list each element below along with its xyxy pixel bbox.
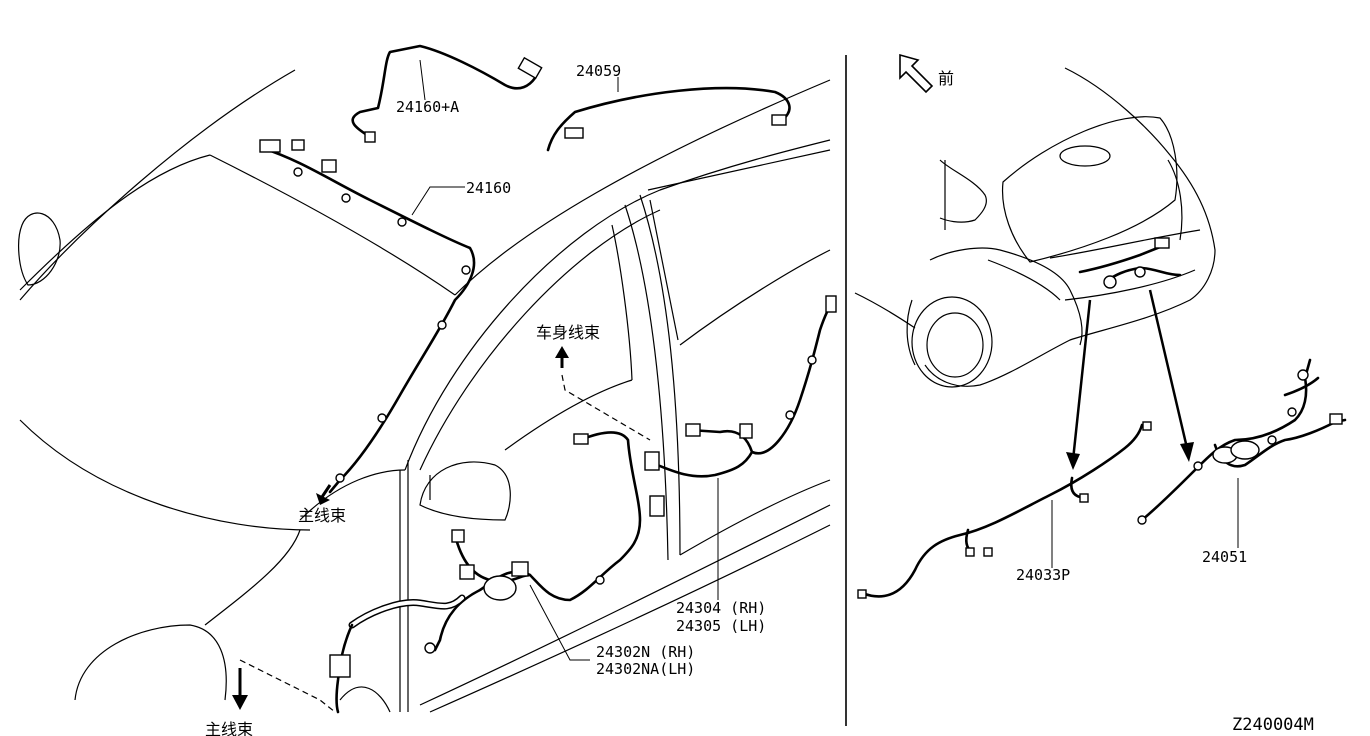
main-harness-label: 主线束 bbox=[298, 506, 346, 525]
pointer-arrow-24033p bbox=[1066, 299, 1092, 470]
diagram-id: Z240004M bbox=[1232, 715, 1314, 735]
part-label-24302na: 24302NA(LH) bbox=[596, 660, 695, 678]
up-arrow-icon bbox=[555, 346, 569, 368]
part-label-24051: 24051 bbox=[1202, 548, 1247, 566]
part-label-24302n: 24302N (RH) bbox=[596, 643, 695, 661]
front-direction-arrow-icon bbox=[899, 53, 934, 94]
pointer-arrow-24051 bbox=[1148, 289, 1194, 462]
part-label-24160a: 24160+A bbox=[396, 98, 459, 116]
car-body-outline-left bbox=[18, 69, 831, 713]
harness-24059 bbox=[546, 86, 791, 152]
harness-24033p bbox=[857, 421, 1152, 599]
harness-24302 bbox=[329, 431, 665, 714]
car-rear-outline bbox=[854, 67, 1216, 388]
harness-24160 bbox=[259, 139, 476, 494]
part-label-24033p: 24033P bbox=[1016, 566, 1070, 584]
part-label-24304: 24304 (RH) bbox=[676, 599, 766, 617]
down-arrow-icon bbox=[316, 484, 332, 505]
main-harness-label-2: 主线束 bbox=[205, 720, 253, 736]
part-label-24305: 24305 (LH) bbox=[676, 617, 766, 635]
harness-24160a bbox=[351, 44, 543, 143]
front-label: 前 bbox=[938, 69, 954, 88]
body-harness-label: 车身线束 bbox=[536, 323, 600, 342]
back-door-harness bbox=[1078, 237, 1182, 289]
harness-24304 bbox=[644, 295, 837, 478]
down-arrow-icon-2 bbox=[232, 668, 248, 710]
part-label-24059: 24059 bbox=[576, 62, 621, 80]
part-label-24160: 24160 bbox=[466, 179, 511, 197]
harness-24051 bbox=[1137, 358, 1347, 525]
